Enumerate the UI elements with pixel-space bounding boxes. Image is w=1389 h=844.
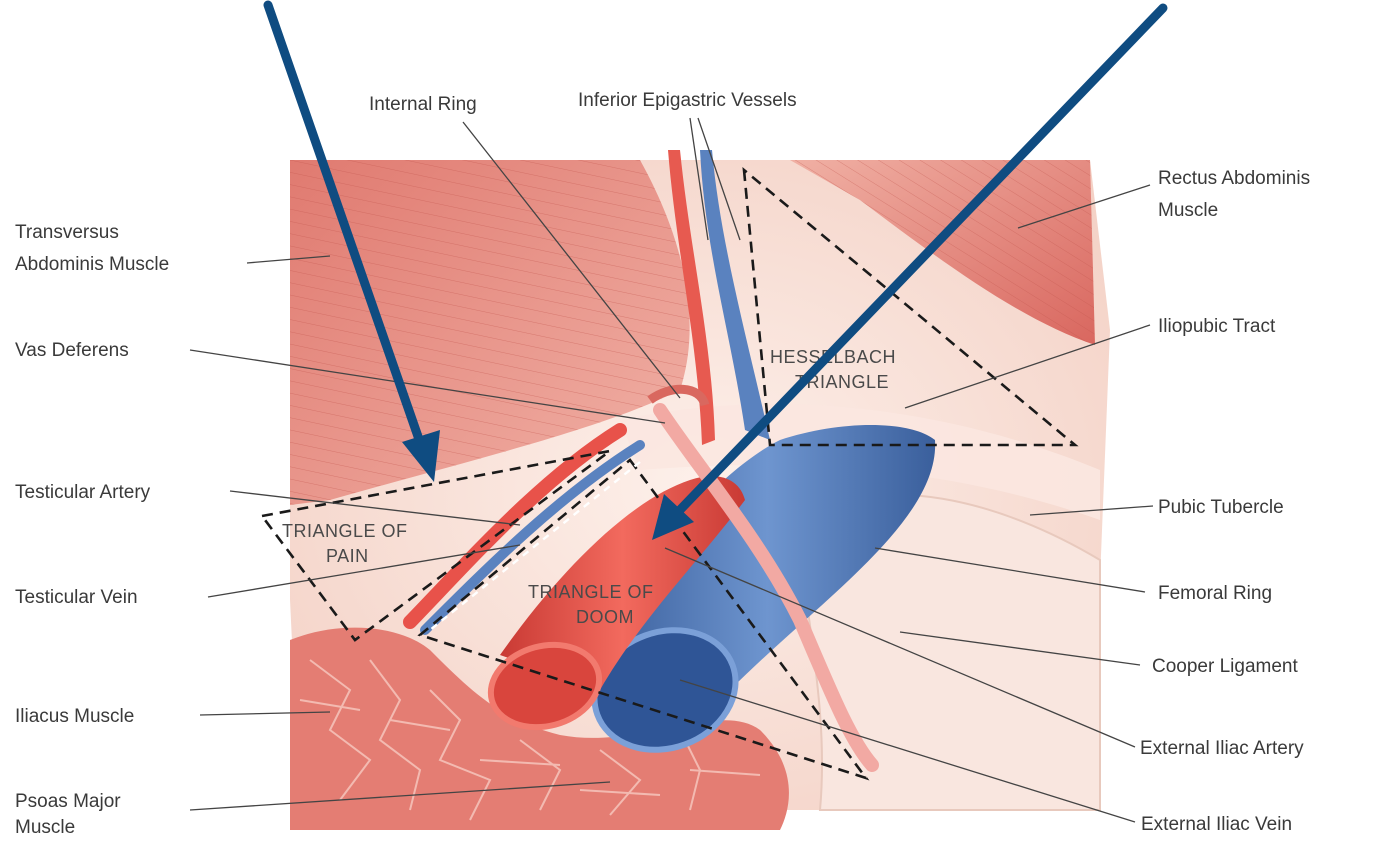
label-inferior-epigastric: Inferior Epigastric Vessels xyxy=(578,90,797,111)
label-internal-ring: Internal Ring xyxy=(369,94,477,115)
label-vas-deferens: Vas Deferens xyxy=(15,340,129,361)
label-cooper: Cooper Ligament xyxy=(1152,656,1298,677)
label-femoral-ring: Femoral Ring xyxy=(1158,583,1272,604)
label-transversus-line1: Transversus xyxy=(15,222,119,243)
label-testicular-artery: Testicular Artery xyxy=(15,482,151,503)
doom-label-line1: TRIANGLE OF xyxy=(528,582,654,602)
label-external-iliac-artery: External Iliac Artery xyxy=(1140,738,1304,759)
pain-label-line2: PAIN xyxy=(326,546,369,566)
doom-label-line2: DOOM xyxy=(576,607,634,627)
label-psoas-line1: Psoas Major xyxy=(15,791,121,812)
label-iliopubic: Iliopubic Tract xyxy=(1158,316,1276,337)
label-rectus-line1: Rectus Abdominis xyxy=(1158,168,1310,189)
label-iliacus: Iliacus Muscle xyxy=(15,706,134,727)
label-pubic-tubercle: Pubic Tubercle xyxy=(1158,497,1284,518)
pain-label-line1: TRIANGLE OF xyxy=(282,521,408,541)
label-transversus-line2: Abdominis Muscle xyxy=(15,254,169,275)
label-psoas-line2: Muscle xyxy=(15,817,75,838)
label-rectus-line2: Muscle xyxy=(1158,200,1218,221)
label-testicular-vein: Testicular Vein xyxy=(15,587,138,608)
label-external-iliac-vein: External Iliac Vein xyxy=(1141,814,1292,835)
